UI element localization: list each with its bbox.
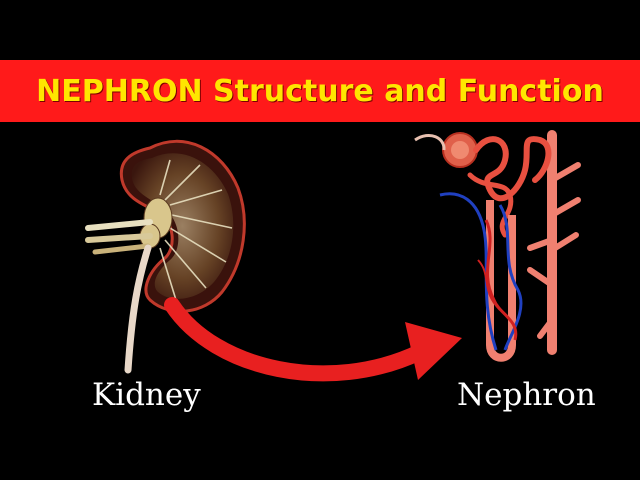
kidney-icon xyxy=(85,139,246,374)
title-banner: NEPHRON Structure and Function xyxy=(0,60,640,122)
nephron-label: Nephron xyxy=(457,377,596,413)
nephron-icon xyxy=(414,130,581,362)
arrow-icon xyxy=(164,297,462,382)
kidney-label: Kidney xyxy=(92,377,201,413)
page-title: NEPHRON Structure and Function xyxy=(36,73,604,109)
